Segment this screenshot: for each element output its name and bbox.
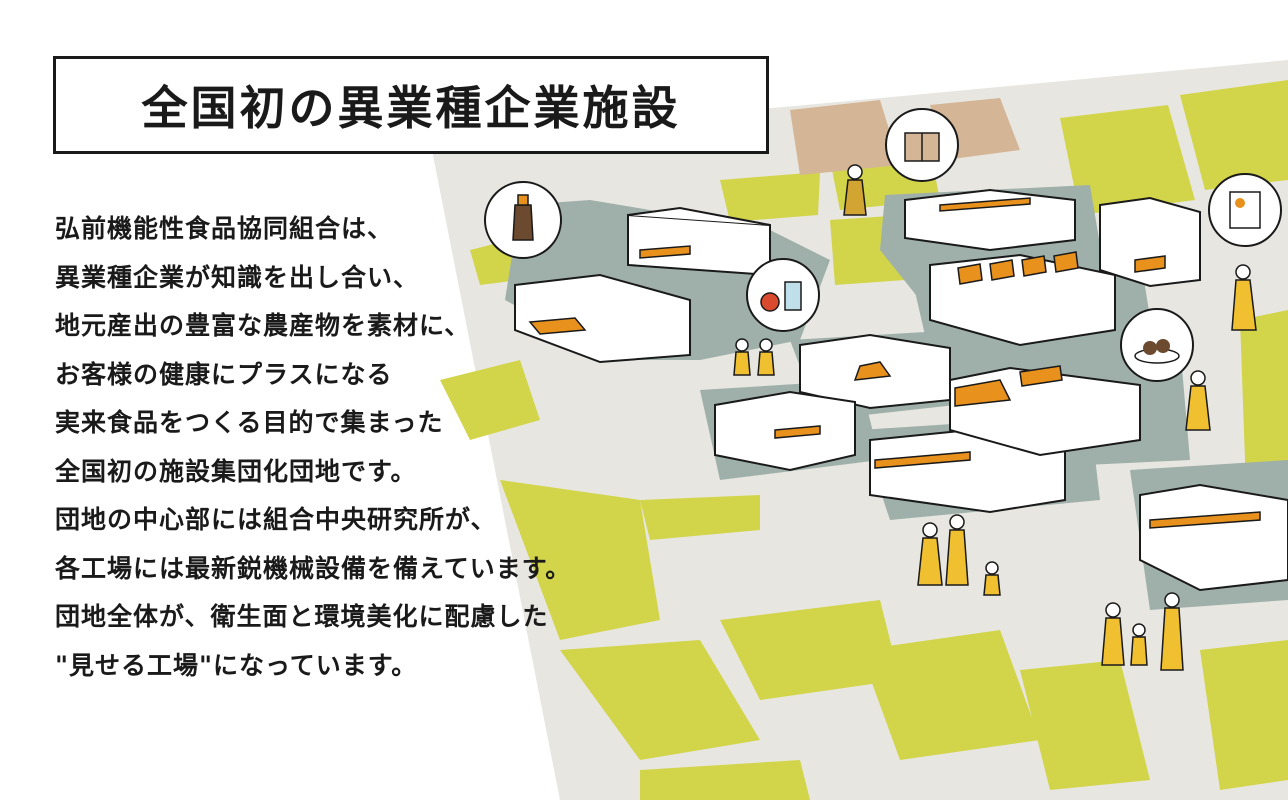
person-figure — [945, 514, 969, 586]
description-line: 地元産出の豊富な農産物を素材に、 — [55, 311, 471, 340]
title-box: 全国初の異業種企業施設 — [53, 56, 769, 154]
description-line: 異業種企業が知識を出し合い、 — [55, 262, 420, 292]
person-figure — [843, 164, 867, 216]
page-title: 全国初の異業種企業施設 — [141, 81, 681, 135]
apple-beaker-icon — [746, 258, 820, 332]
report-chart-icon — [1208, 173, 1282, 247]
description-line: 団地の中心部には組合中央研究所が、 — [55, 505, 497, 534]
person-figure — [733, 338, 751, 376]
person-figure — [757, 338, 775, 376]
description-line: 全国初の施設集団化団地です。 — [55, 456, 417, 486]
food-plate-icon — [1120, 308, 1194, 382]
description-line: "見せる工場"になっています。 — [55, 650, 418, 680]
description-line: 団地全体が、衛生面と環境美化に配慮した — [55, 602, 549, 631]
description-line: 各工場には最新鋭機械設備を備えています。 — [55, 553, 572, 583]
person-figure — [1101, 602, 1125, 666]
description-line: 弘前機能性食品協同組合は、 — [55, 214, 394, 243]
person-figure — [1185, 370, 1211, 431]
person-figure — [1130, 623, 1148, 666]
description-line: お客様の健康にプラスになる — [55, 359, 393, 389]
person-figure — [1160, 592, 1184, 671]
description-line: 実来食品をつくる目的で集まった — [55, 408, 444, 437]
person-figure — [917, 522, 943, 586]
person-figure — [1231, 264, 1257, 331]
soy-sauce-bottle-icon — [484, 181, 562, 259]
gift-box-icon — [885, 108, 959, 182]
orange-accents — [528, 197, 1261, 529]
people-figures — [733, 164, 1257, 671]
person-figure — [983, 561, 1001, 596]
description-text: 弘前機能性食品協同組合は、 異業種企業が知識を出し合い、 地元産出の豊富な農産物… — [55, 205, 655, 690]
